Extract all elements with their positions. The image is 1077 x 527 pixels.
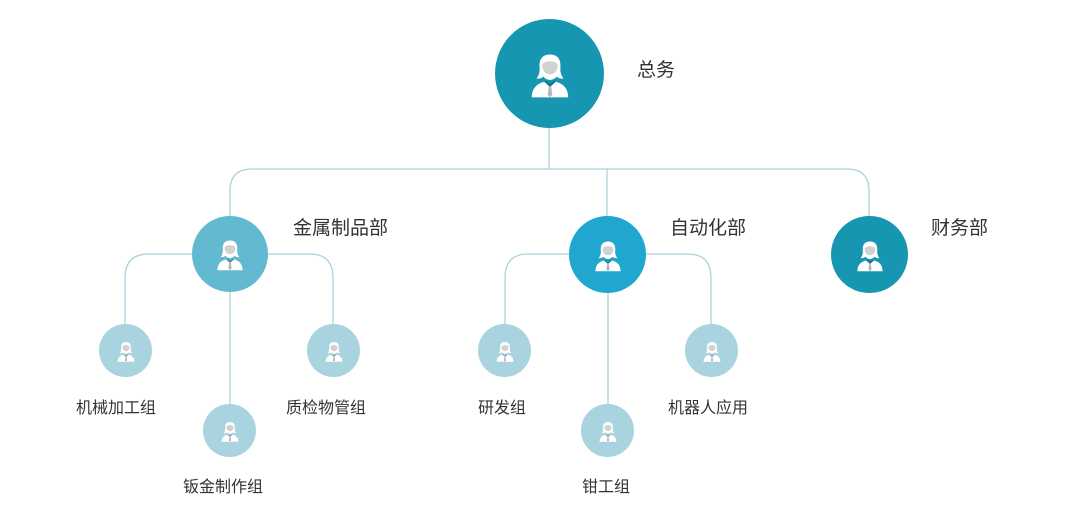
connector-dept-2-left <box>504 253 570 324</box>
group-node-fitter <box>581 404 634 457</box>
department-label-2: 自动化部 <box>670 217 747 239</box>
root-label: 总务 <box>637 59 676 81</box>
group-node-rd <box>478 324 531 377</box>
department-label-1: 金属制品部 <box>293 217 389 239</box>
person-icon <box>493 339 517 363</box>
person-icon <box>218 419 242 443</box>
connector-dept-1-right <box>267 253 334 324</box>
person-icon <box>322 339 346 363</box>
department-node-2 <box>569 216 646 293</box>
person-icon <box>212 236 248 272</box>
person-icon <box>700 339 724 363</box>
connector-dept-1-left <box>124 253 193 324</box>
group-node-sheet-metal <box>203 404 256 457</box>
person-icon <box>590 237 626 273</box>
group-node-qc <box>307 324 360 377</box>
group-label-robotics: 机器人应用 <box>668 398 749 417</box>
connector-department-bus <box>229 168 870 216</box>
person-icon <box>852 237 888 273</box>
group-node-robotics <box>685 324 738 377</box>
department-label-3: 财务部 <box>931 217 989 239</box>
group-label-mechanical: 机械加工组 <box>76 398 157 417</box>
person-icon <box>524 48 576 100</box>
connector-dept-2-right <box>645 253 712 324</box>
group-node-mechanical <box>99 324 152 377</box>
group-label-qc: 质检物管组 <box>286 398 367 417</box>
department-node-3 <box>831 216 908 293</box>
department-node-1 <box>192 216 268 292</box>
person-icon <box>596 419 620 443</box>
group-label-sheet-metal: 钣金制作组 <box>183 477 264 496</box>
person-icon <box>114 339 138 363</box>
root-node <box>495 19 604 128</box>
group-label-fitter: 钳工组 <box>582 477 631 496</box>
group-label-rd: 研发组 <box>478 398 527 417</box>
